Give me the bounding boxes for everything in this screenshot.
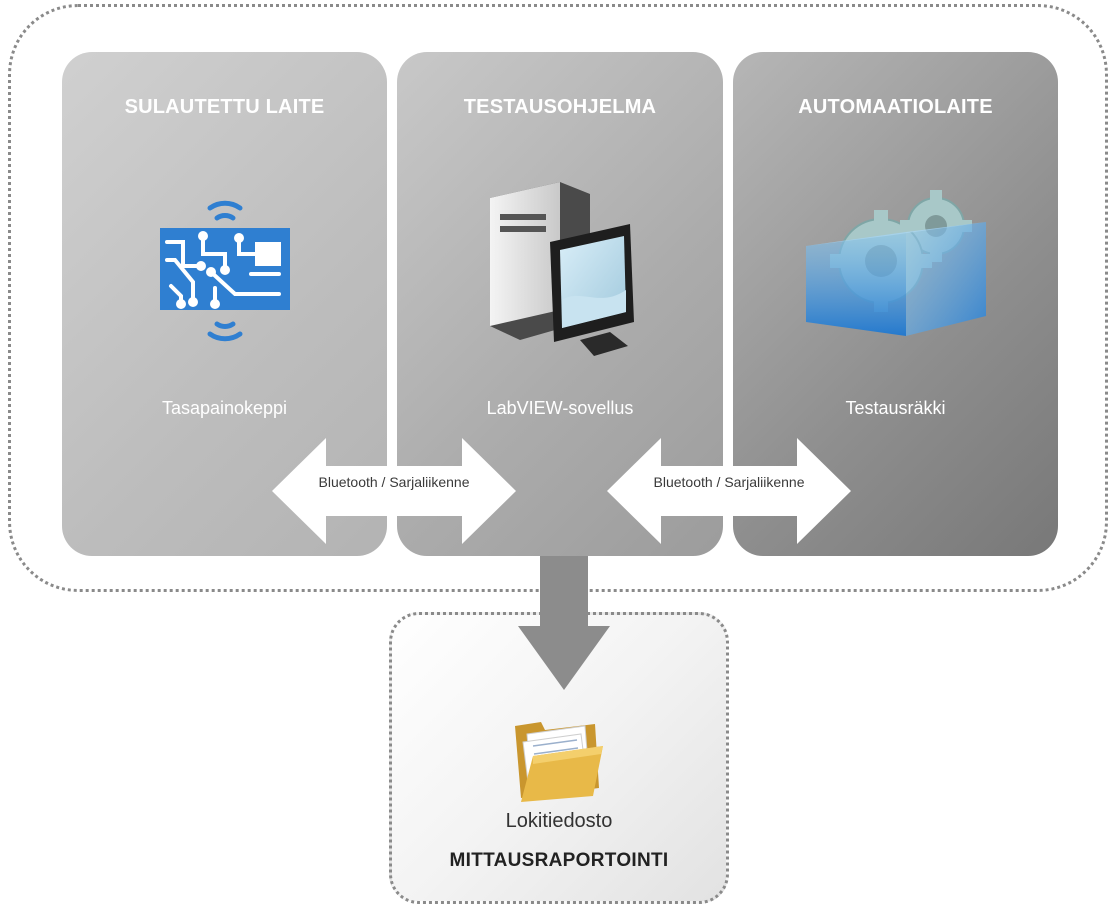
folder-icon	[515, 722, 603, 802]
bidirectional-arrow-icon	[607, 438, 851, 544]
log-file-label: Lokitiedosto	[505, 810, 613, 832]
panel-label: Tasapainokeppi	[161, 398, 288, 418]
desktop-computer-icon	[490, 182, 634, 356]
panel-label: LabVIEW-sovellus	[486, 398, 634, 418]
bidirectional-arrow-icon	[272, 438, 516, 544]
panel-label: Testausräkki	[845, 398, 946, 418]
report-title: MITTAUSRAPORTOINTI	[449, 850, 669, 871]
panel-title: SULAUTETTU LAITE	[124, 96, 325, 118]
panel-title: TESTAUSOHJELMA	[463, 96, 657, 118]
gears-in-box-icon	[805, 190, 986, 336]
connection-label: Bluetooth / Sarjaliikenne	[653, 474, 805, 490]
down-arrow-icon	[518, 556, 610, 690]
circuit-board-wireless-icon	[159, 200, 290, 342]
panel-title: AUTOMAATIOLAITE	[798, 96, 993, 118]
connection-label: Bluetooth / Sarjaliikenne	[318, 474, 470, 490]
